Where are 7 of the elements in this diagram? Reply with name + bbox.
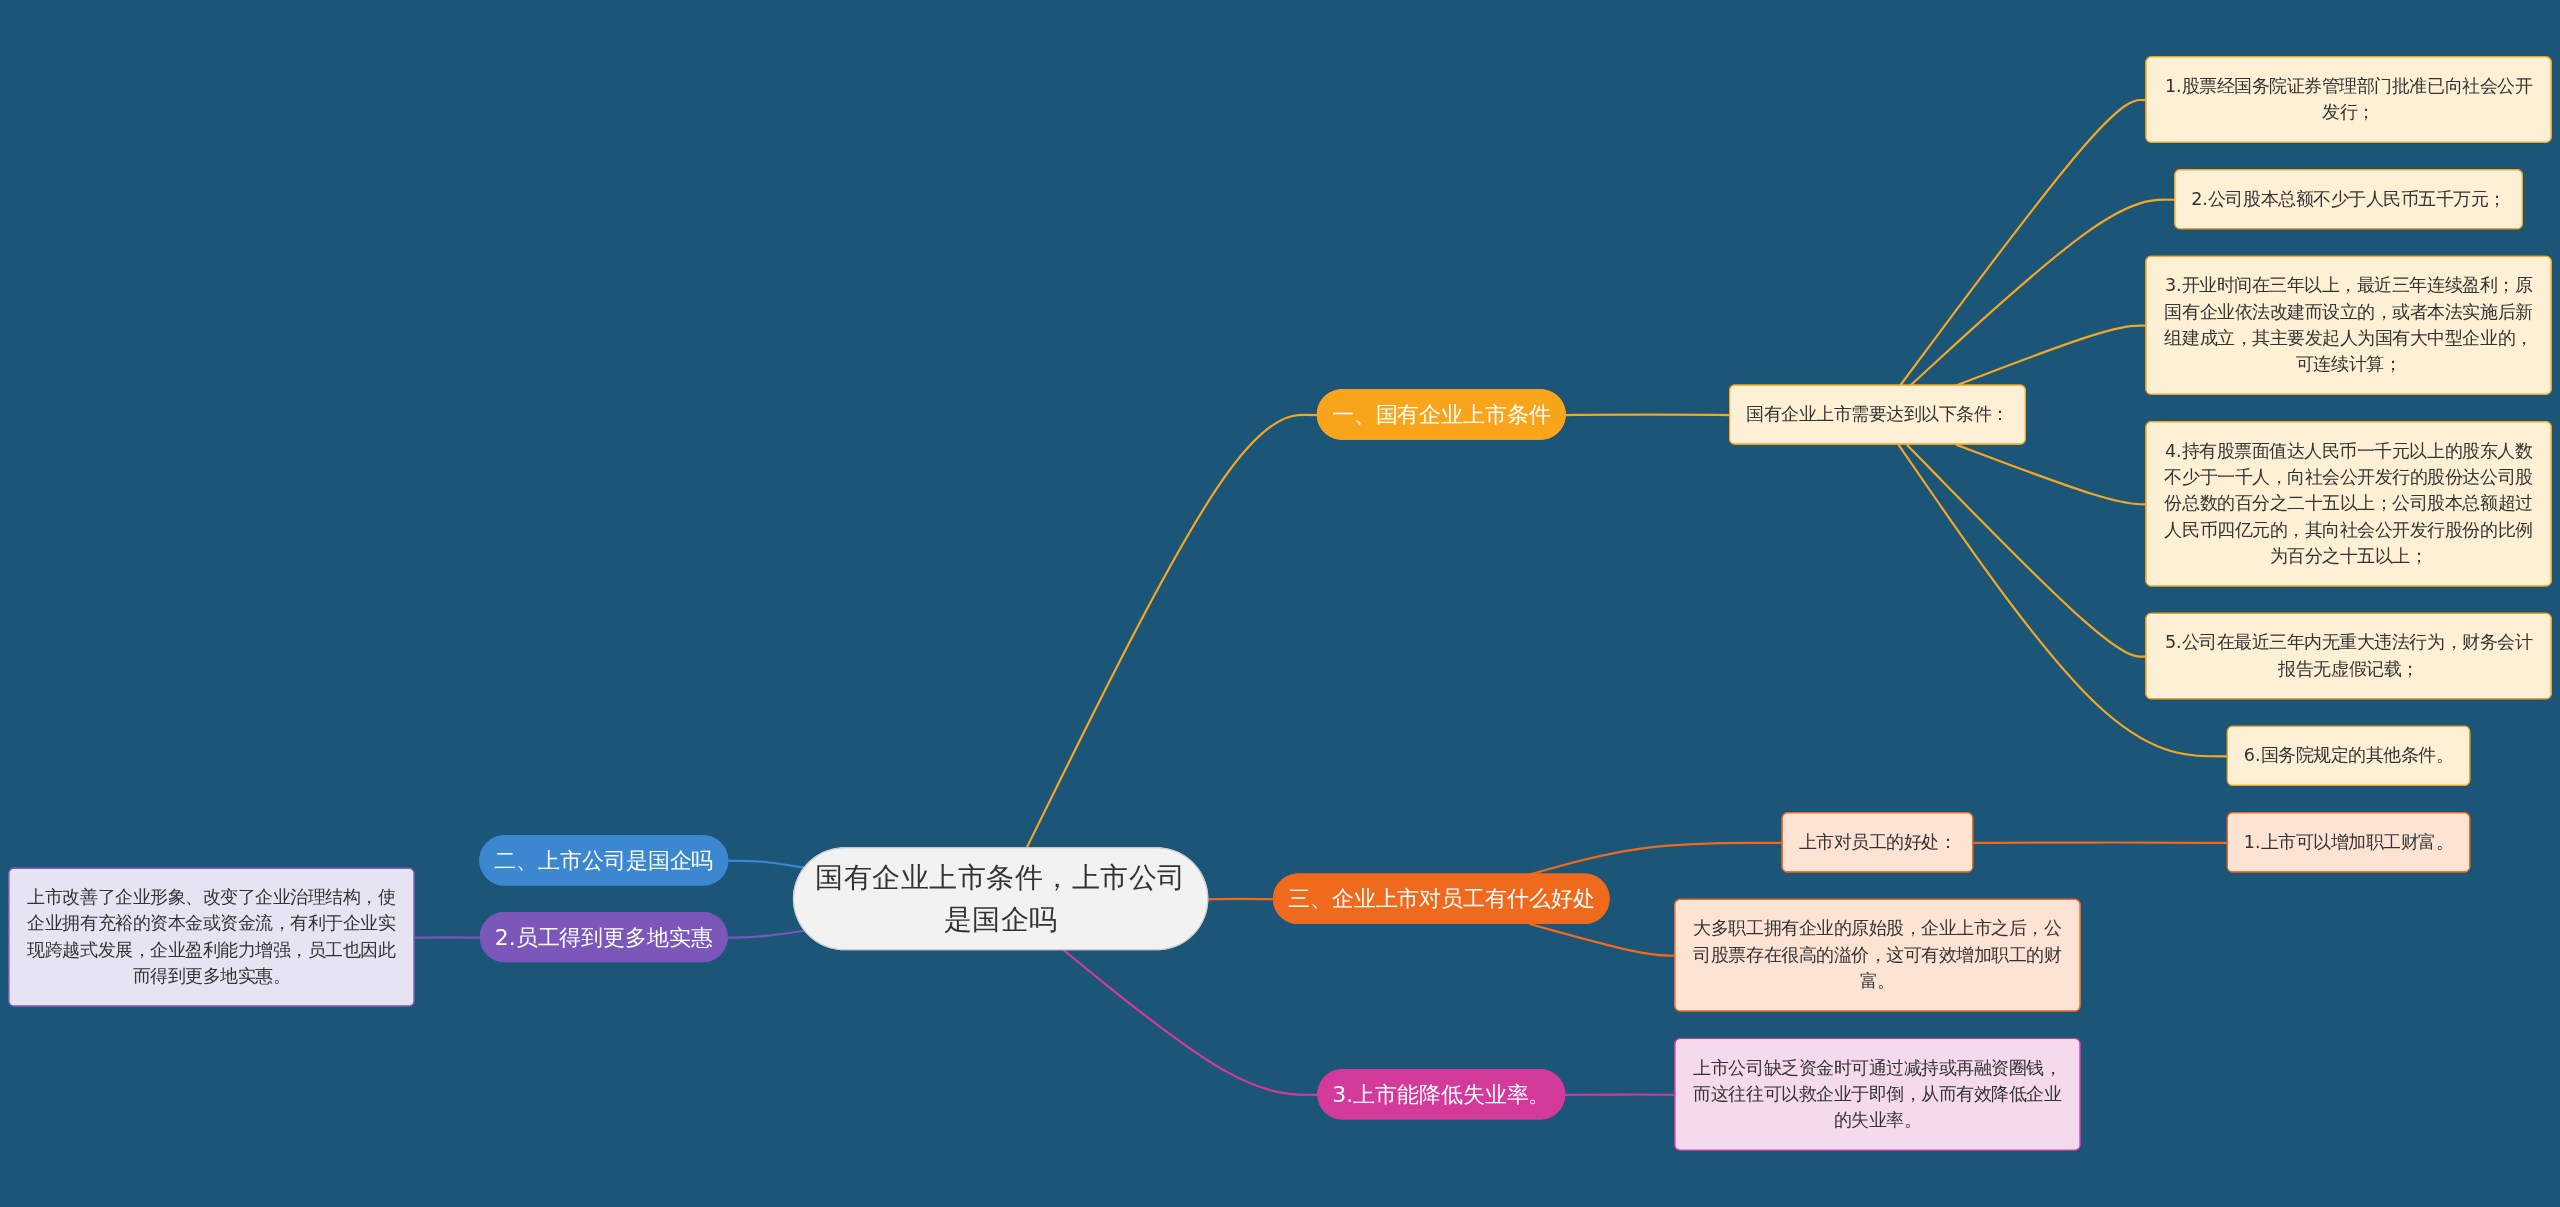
connector <box>728 859 805 869</box>
connector <box>414 936 481 939</box>
connector <box>1973 841 2228 844</box>
connector <box>1025 413 1318 849</box>
connector <box>1897 444 2228 758</box>
connector <box>1063 949 1319 1096</box>
connector <box>727 929 805 939</box>
